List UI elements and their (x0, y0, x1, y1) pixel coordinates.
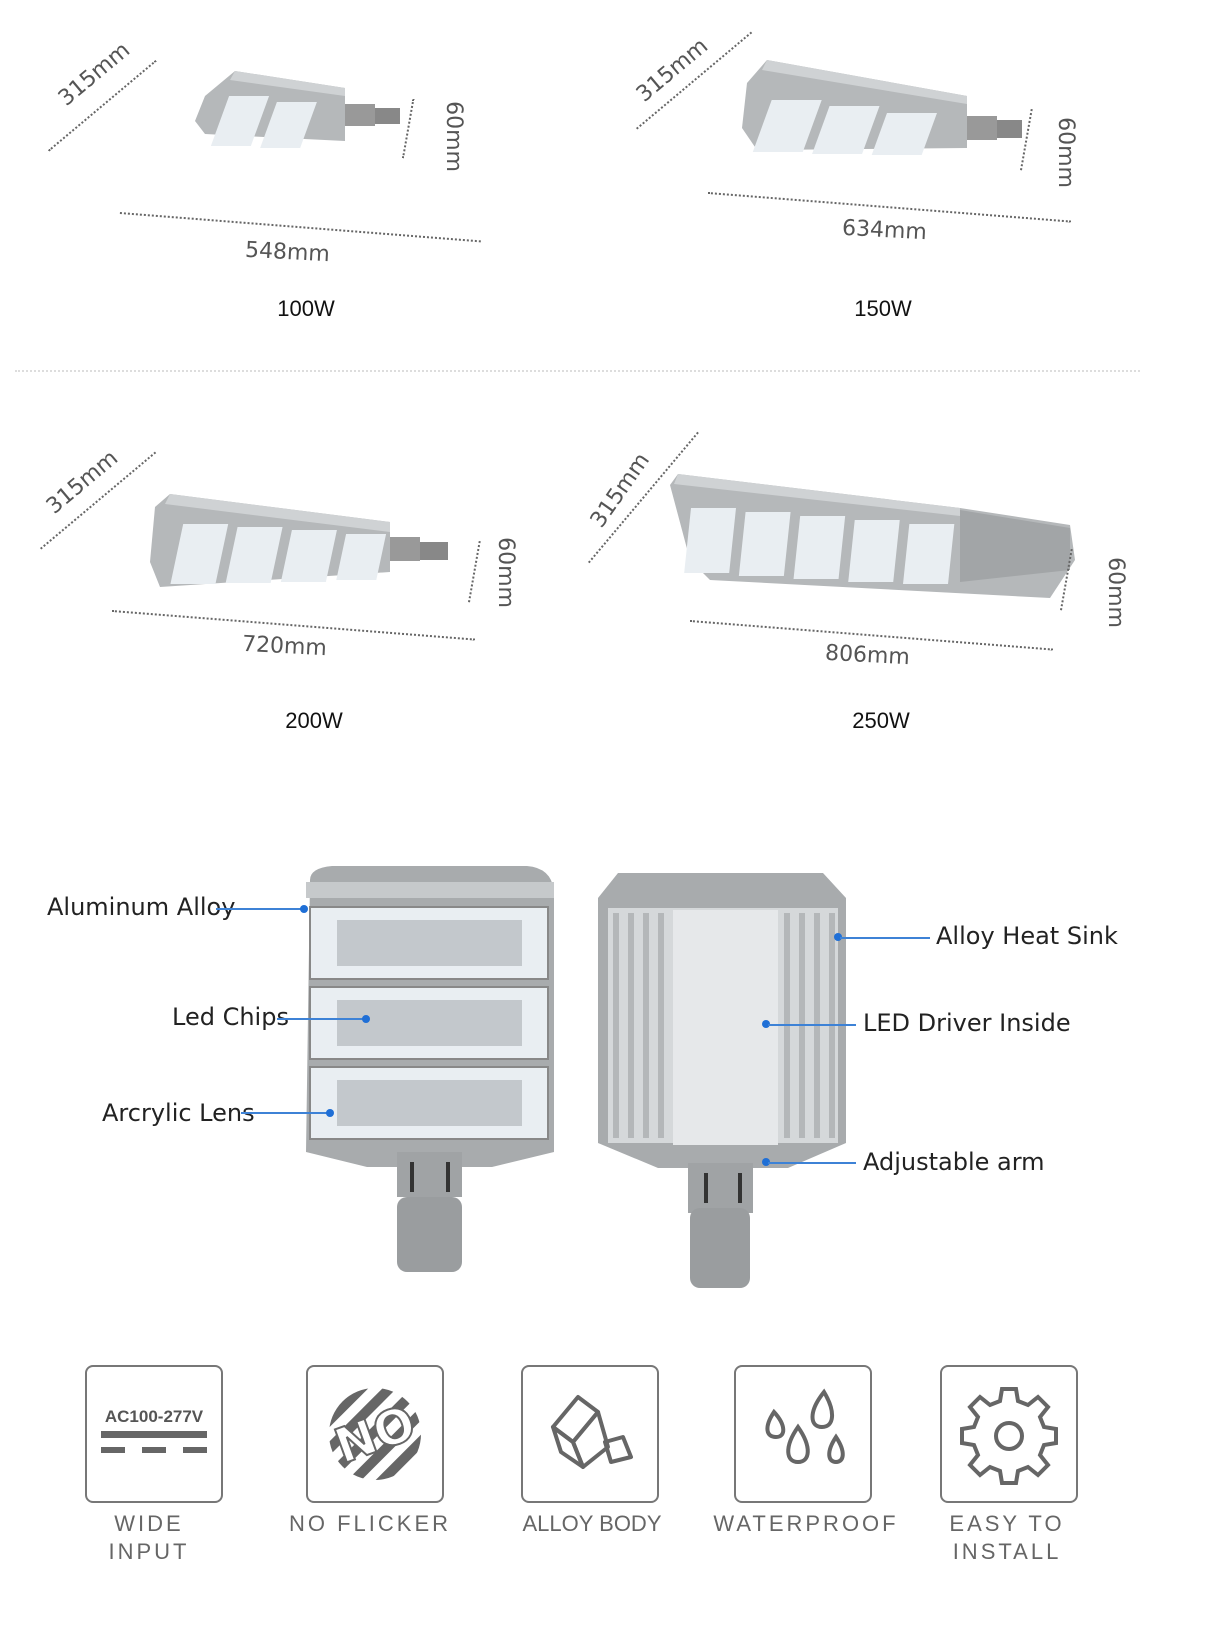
gear-icon (940, 1365, 1078, 1503)
depth-label-100w: 315mm (53, 37, 135, 112)
depth-label-200w: 315mm (41, 445, 123, 520)
height-label-200w: 60mm (492, 537, 518, 608)
depth-label-250w: 315mm (585, 448, 656, 533)
no-flicker-icon: NO (306, 1365, 444, 1503)
callout-acrylic-lens: Arcrylic Lens (102, 1099, 255, 1127)
feature-label-easy-to: EASY TO (949, 1511, 1065, 1536)
callout-aluminum-alloy: Aluminum Alloy (47, 893, 236, 921)
alloy-ingot-icon (521, 1365, 659, 1503)
callout-dot-arm (762, 1158, 770, 1166)
water-drops-icon (734, 1365, 872, 1503)
height-label-250w: 60mm (1102, 557, 1128, 628)
voltage-icon: AC100-277V (85, 1365, 223, 1503)
callout-dot-chips (362, 1015, 370, 1023)
width-label-150w: 634mm (841, 215, 928, 246)
feature-label-wide: WIDE (114, 1511, 184, 1536)
lamp-back-view (598, 868, 850, 1293)
feature-label-no-flicker: NO FLICKER (288, 1511, 452, 1536)
lamp-image-250w (670, 470, 1080, 605)
lamp-front-view (302, 862, 557, 1277)
callout-led-driver-inside: LED Driver Inside (863, 1009, 1071, 1037)
callout-dot-heatsink (834, 933, 842, 941)
width-label-250w: 806mm (824, 640, 911, 671)
lamp-image-150w (742, 58, 1032, 168)
feature-label-alloy-body: ALLOY BODY (522, 1511, 662, 1536)
watt-label-250w: 250W (852, 708, 910, 733)
section-divider (15, 370, 1140, 372)
voltage-icon-text: AC100-277V (104, 1407, 204, 1426)
feature-label-install: INSTALL (952, 1539, 1062, 1564)
height-label-150w: 60mm (1052, 117, 1078, 188)
feature-label-input: INPUT (108, 1539, 190, 1564)
callout-alloy-heat-sink: Alloy Heat Sink (936, 922, 1118, 950)
width-label-200w: 720mm (241, 631, 328, 662)
height-label-100w: 60mm (440, 101, 466, 172)
lamp-image-100w (195, 66, 415, 161)
callout-dot-aluminum (300, 905, 308, 913)
feature-label-waterproof: WATERPROOF (713, 1511, 899, 1536)
width-label-100w: 548mm (244, 237, 331, 268)
lamp-image-200w (150, 492, 460, 592)
callout-led-chips: Led Chips (172, 1003, 289, 1031)
callout-dot-lens (326, 1109, 334, 1117)
watt-label-100w: 100W (277, 296, 335, 321)
watt-label-150w: 150W (854, 296, 912, 321)
callout-dot-driver (762, 1020, 770, 1028)
watt-label-200w: 200W (285, 708, 343, 733)
callout-adjustable-arm: Adjustable arm (863, 1148, 1045, 1176)
